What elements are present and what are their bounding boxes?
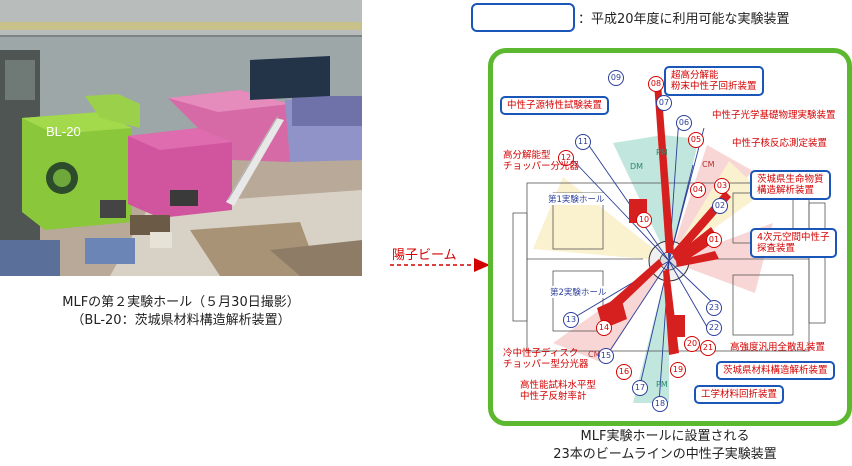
beamline-22: 22	[706, 320, 722, 336]
hall-photo-illustration	[0, 0, 362, 276]
beamline-23: 23	[706, 300, 722, 316]
beamline-15: 15	[598, 348, 614, 364]
beamline-04: 04	[690, 182, 706, 198]
photo-marker-label: BL-20	[46, 124, 81, 139]
instrument-label: 冷中性子ディスク チョッパー型分光器	[503, 348, 589, 370]
sector-cm-upper-label: CM	[702, 160, 715, 169]
instrument-label: 中性子光学基礎物理実験装置	[712, 110, 836, 121]
hall1-label: 第1実験ホール	[548, 193, 605, 205]
beamline-20: 20	[684, 336, 700, 352]
beamline-18: 18	[652, 396, 668, 412]
instrument-label: 超高分解能 粉末中性子回折装置	[664, 66, 764, 96]
beamline-05: 05	[688, 132, 704, 148]
sector-dm-label: DM	[630, 162, 644, 171]
instrument-label: 中性子源特性試験装置	[500, 96, 610, 115]
beamline-06: 06	[676, 115, 692, 131]
instrument-label: 高強度汎用全散乱装置	[730, 342, 826, 353]
instrument-label: 4次元空間中性子 探査装置	[750, 228, 837, 258]
beamline-03: 03	[714, 178, 730, 194]
beamline-08: 08	[648, 76, 664, 92]
hall-photo: BL-20	[0, 0, 362, 276]
sector-pm-bottom-label: PM	[656, 380, 668, 389]
legend-box	[471, 3, 575, 32]
beamline-19: 19	[670, 362, 686, 378]
diagram-caption-line2: 23本のビームラインの中性子実験装置	[553, 447, 777, 462]
sector-cm-lower-label: CM	[588, 350, 601, 359]
instrument-label: 工学材料回折装置	[694, 385, 785, 404]
beamline-13: 13	[563, 312, 579, 328]
instrument-label: 茨城県生命物質 構造解析装置	[750, 170, 831, 200]
legend-text: ：平成20年度に利用可能な実験装置	[578, 12, 790, 27]
beamline-16: 16	[616, 364, 632, 380]
sector-pm-top-label: PM	[656, 148, 668, 157]
beamline-17: 17	[632, 380, 648, 396]
beamline-02: 02	[712, 198, 728, 214]
beamline-11: 11	[575, 134, 591, 150]
proton-beam-label: 陽子ビーム	[392, 248, 457, 263]
beamline-14: 14	[596, 320, 612, 336]
instrument-label: 茨城県材料構造解析装置	[716, 361, 835, 380]
diagram-caption-line1: MLF実験ホールに設置される	[580, 429, 750, 444]
instrument-label: 高分解能型 チョッパー分光器	[503, 150, 580, 172]
beamline-09: 09	[608, 70, 624, 86]
photo-caption-line2: （BL-20：茨城県材料構造解析装置）	[71, 313, 291, 328]
beamline-07: 07	[656, 95, 672, 111]
beamline-01: 01	[706, 232, 722, 248]
photo-caption-line1: MLFの第２実験ホール（５月30日撮影）	[62, 295, 300, 310]
diagram-caption: MLF実験ホールに設置される 23本のビームラインの中性子実験装置	[500, 428, 830, 464]
instrument-label: 高性能試料水平型 中性子反射率計	[520, 380, 597, 402]
photo-caption: MLFの第２実験ホール（５月30日撮影） （BL-20：茨城県材料構造解析装置）	[0, 294, 362, 330]
proton-beam-arrow	[390, 258, 490, 272]
hall2-label: 第2実験ホール	[550, 286, 607, 298]
beamline-10: 10	[636, 212, 652, 228]
instrument-label: 中性子核反応測定装置	[732, 138, 828, 149]
beamline-21: 21	[700, 340, 716, 356]
beamline-12: 12	[558, 150, 574, 166]
